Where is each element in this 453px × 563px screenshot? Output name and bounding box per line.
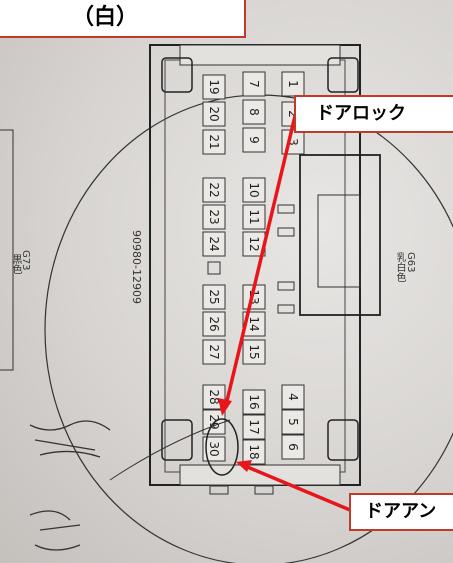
pin-cell-11: [242, 204, 266, 230]
pin-number-9: 9: [247, 136, 261, 144]
pin-cell-24: [202, 231, 226, 257]
pin-number-18: 18: [247, 444, 261, 459]
connector-body: [149, 44, 381, 495]
empty-cavity: [207, 261, 221, 275]
title-label: （白）: [0, 0, 246, 38]
pin-grid: 1234567891011121314151617181920212223242…: [202, 71, 305, 465]
pin-cell-23: [202, 204, 226, 230]
pin-cell-26: [202, 311, 226, 337]
right-connector-color: 乳白色: [394, 252, 405, 282]
left-connector-code: G73: [20, 250, 31, 271]
pin-number-2: 2: [286, 110, 300, 118]
pin-cell-1: [281, 71, 305, 97]
pin-number-12: 12: [247, 236, 261, 251]
right-connector-code: G63: [405, 252, 416, 273]
pin-cell-16: [242, 389, 266, 415]
handwritten-line: [109, 419, 231, 481]
part-number: 90980-12909: [130, 230, 143, 304]
pin-number-8: 8: [247, 108, 261, 116]
pin-cell-22: [202, 177, 226, 203]
pin-number-4: 4: [286, 393, 300, 401]
pin-number-28: 28: [207, 389, 221, 404]
pin-number-11: 11: [247, 209, 261, 224]
handwritten-scribble-2: [29, 510, 81, 551]
pin-cell-9: [242, 127, 266, 153]
pin-number-7: 7: [247, 80, 261, 88]
door-antenna-arrow: [236, 460, 351, 512]
pin-cell-5: [281, 409, 305, 435]
left-connector-color: 黒色: [10, 254, 21, 274]
pin-number-16: 16: [247, 394, 261, 409]
pin-cell-25: [202, 284, 226, 310]
pin-cell-20: [202, 101, 226, 127]
pin-number-19: 19: [207, 79, 221, 94]
pin-cell-10: [242, 177, 266, 203]
pin-number-22: 22: [207, 182, 221, 197]
pin-number-1: 1: [286, 80, 300, 88]
pin-number-15: 15: [247, 344, 261, 359]
pin-number-24: 24: [207, 236, 221, 251]
pin-number-6: 6: [286, 443, 300, 451]
pin-cell-7: [242, 71, 266, 97]
pin-number-23: 23: [207, 209, 221, 224]
pin-cell-6: [281, 434, 305, 460]
pin-cell-27: [202, 339, 226, 365]
pin-cell-17: [242, 414, 266, 440]
pin-number-5: 5: [286, 418, 300, 426]
pin-number-26: 26: [207, 316, 221, 331]
door-lock-arrow: [218, 115, 297, 416]
pin-number-20: 20: [207, 106, 221, 121]
pin-cell-8: [242, 99, 266, 125]
pin-cell-18: [242, 439, 266, 465]
pin-number-27: 27: [207, 344, 221, 359]
pin-number-21: 21: [207, 134, 221, 149]
pin-cell-15: [242, 339, 266, 365]
pin-number-17: 17: [247, 419, 261, 434]
pin-number-10: 10: [247, 182, 261, 197]
pin-30-circle: [205, 418, 239, 476]
pin-cell-30: [202, 436, 226, 462]
door-antenna-label: ドアアン: [349, 493, 453, 531]
handwritten-scribble-1: [29, 420, 111, 458]
pin-cell-21: [202, 129, 226, 155]
left-connector-outline: [0, 129, 14, 371]
door-lock-label: ドアロック: [294, 95, 453, 133]
pin-number-25: 25: [207, 289, 221, 304]
pin-cell-19: [202, 74, 226, 100]
pin-number-3: 3: [286, 138, 300, 146]
pin-number-30: 30: [207, 441, 221, 456]
pin-cell-4: [281, 384, 305, 410]
pin-number-14: 14: [247, 316, 261, 331]
